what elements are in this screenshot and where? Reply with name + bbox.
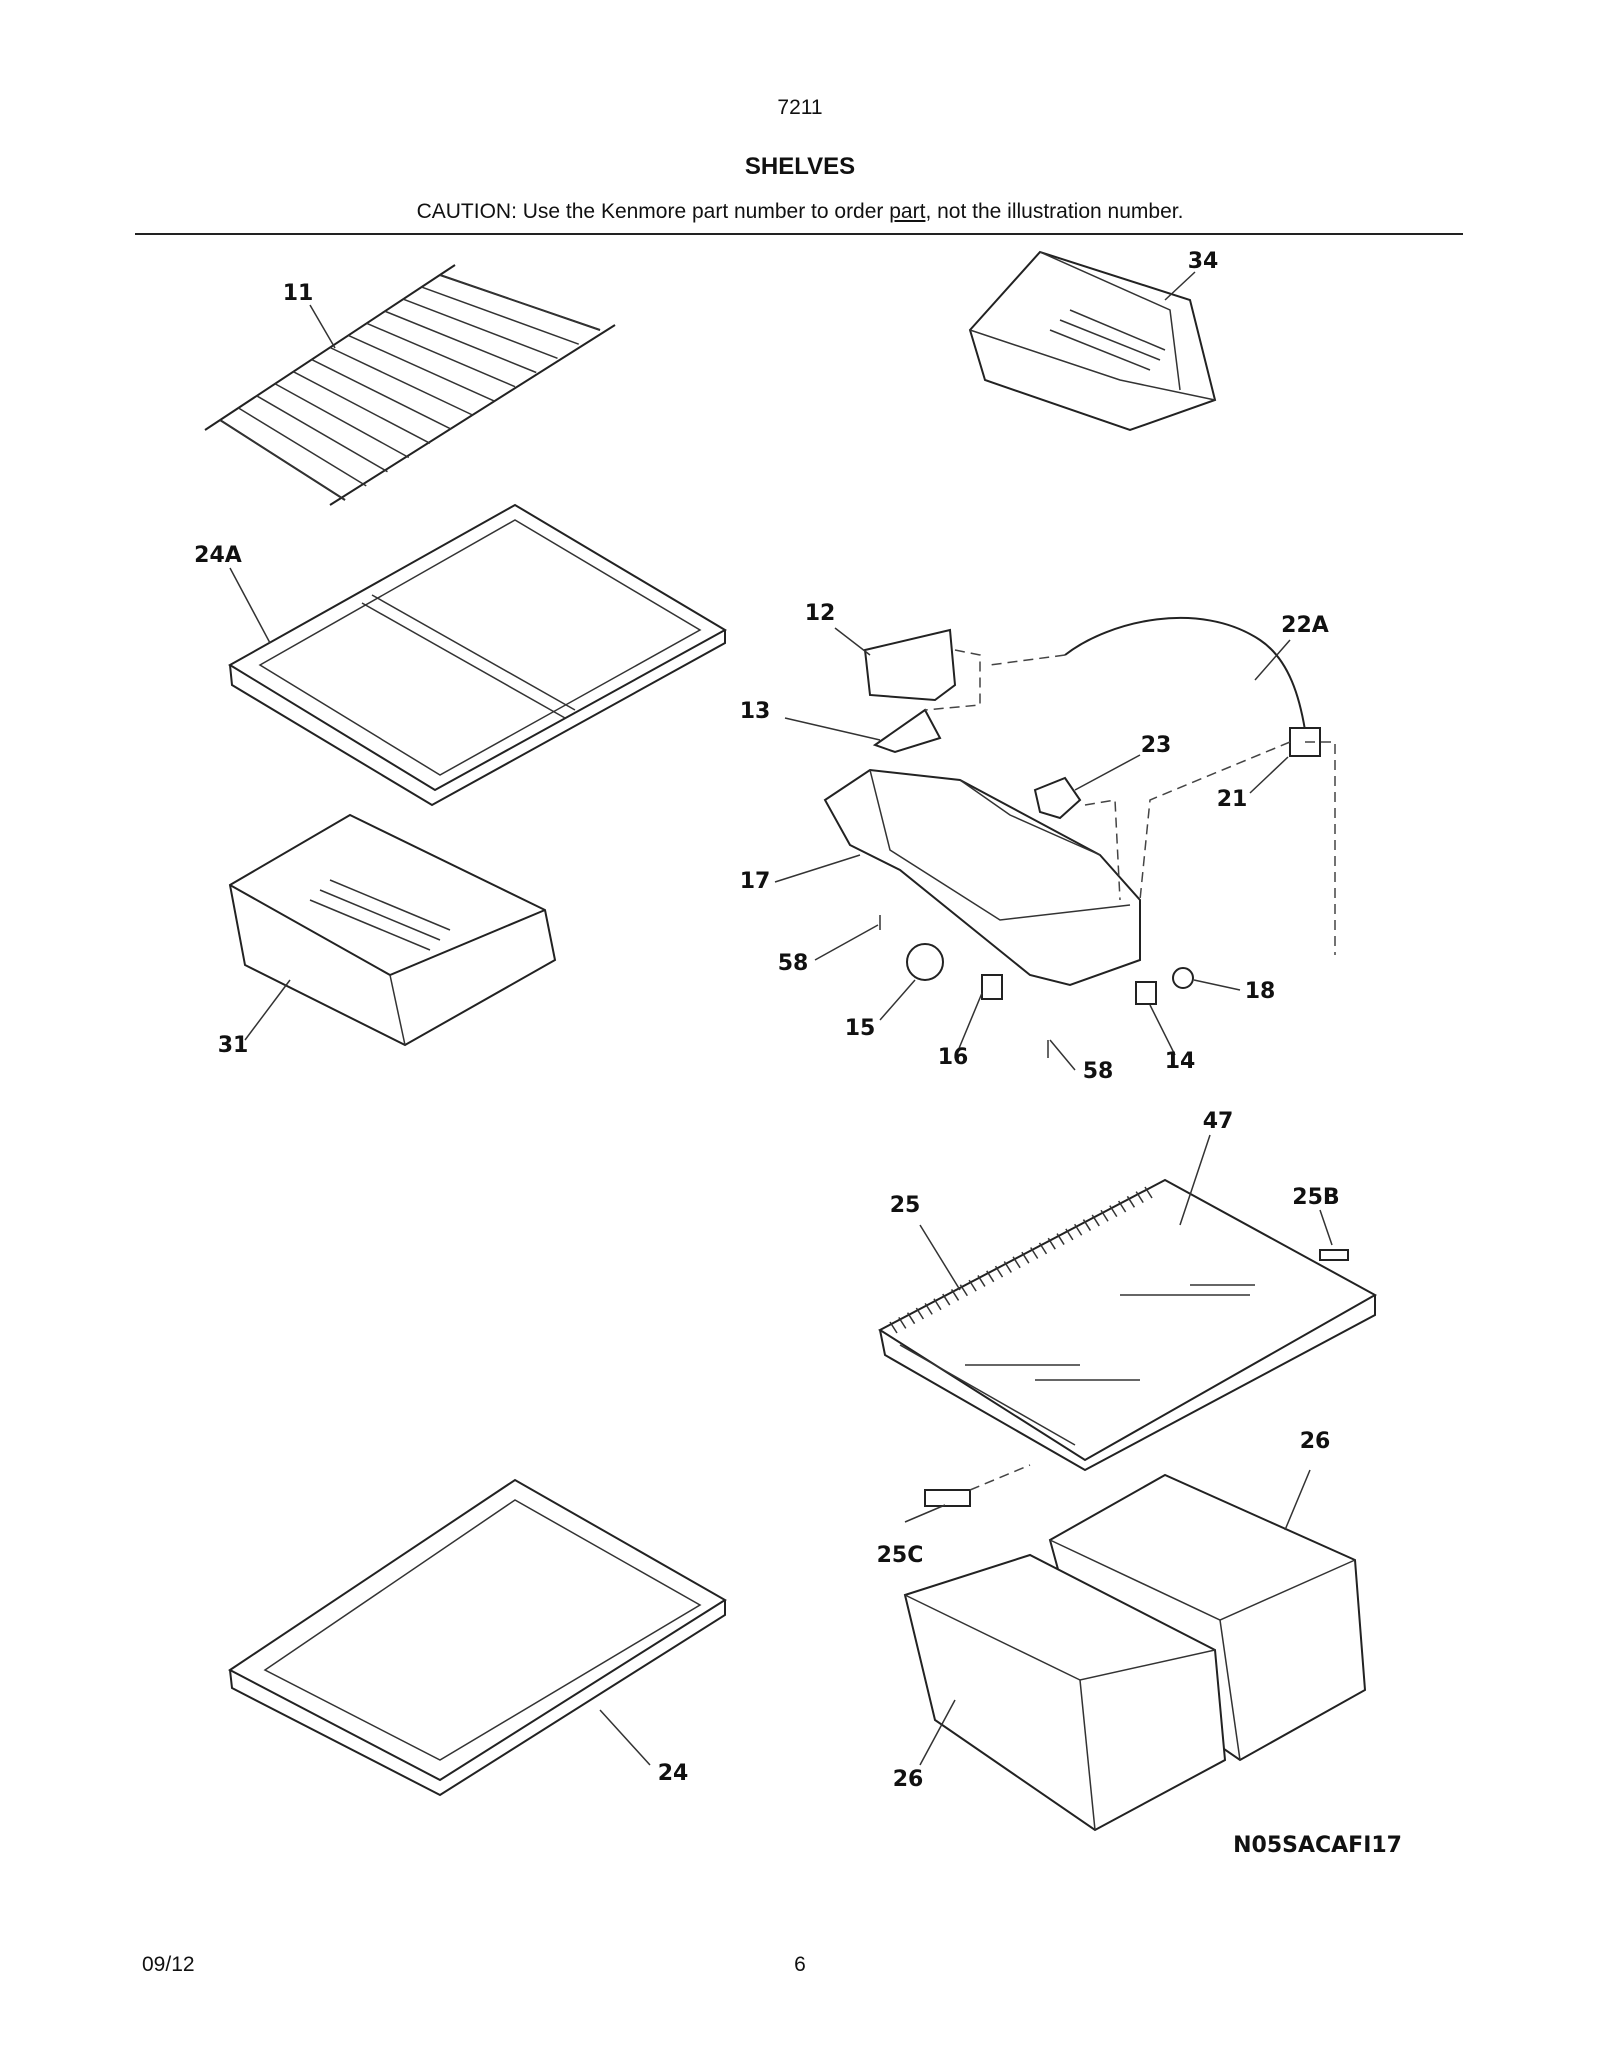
drawing-code: N05SACAFI17 <box>1233 1833 1402 1858</box>
vent-slot <box>1021 1251 1030 1264</box>
callout-18: 18 <box>1245 979 1276 1004</box>
glass-shelf-part-24a <box>228 503 728 807</box>
vent-slot <box>915 1307 925 1320</box>
part-16-socket <box>981 974 1003 1000</box>
callout-26-rear: 26 <box>1300 1429 1331 1454</box>
callout-17: 17 <box>740 869 771 894</box>
callout-24: 24 <box>658 1761 689 1786</box>
callout-13: 13 <box>740 699 771 724</box>
wire-rod <box>292 371 431 444</box>
wire-rod <box>384 310 537 374</box>
vent-slot <box>1047 1237 1056 1250</box>
part-22a-wire <box>1064 616 1306 731</box>
callout-26-front: 26 <box>893 1767 924 1792</box>
crisper-drawer-part-26-front <box>903 1553 1227 1832</box>
wire-rod <box>219 419 346 501</box>
deli-drawer-part-34 <box>968 250 1217 432</box>
callout-47: 47 <box>1203 1109 1234 1134</box>
vent-slot <box>942 1293 951 1306</box>
vent-slot <box>1117 1200 1127 1213</box>
part-18-knob <box>1172 967 1194 989</box>
vent-slot <box>1135 1191 1144 1204</box>
vent-slot <box>1056 1233 1065 1245</box>
vent-slot <box>994 1265 1004 1278</box>
wire-rod <box>274 383 410 459</box>
callout-12: 12 <box>805 601 836 626</box>
leader-lines <box>229 271 1333 1766</box>
part-25c-bracket <box>924 1489 971 1507</box>
wire-rod <box>366 322 516 388</box>
callout-15: 15 <box>845 1016 876 1041</box>
callout-labels: 11 34 24A 12 22A 13 23 21 17 58 15 16 58… <box>194 249 1340 1792</box>
callout-34: 34 <box>1188 249 1219 274</box>
vent-slot <box>1012 1256 1021 1269</box>
callout-25: 25 <box>890 1193 921 1218</box>
vent-slot <box>950 1289 960 1301</box>
vent-slot <box>968 1279 977 1292</box>
callout-23: 23 <box>1141 733 1172 758</box>
vent-slot <box>933 1298 942 1311</box>
callout-16: 16 <box>938 1045 969 1070</box>
part-25b-bracket <box>1319 1249 1349 1261</box>
wire-rod <box>329 346 473 416</box>
caution-text-start: CAUTION: Use the Kenmore part number to … <box>416 200 890 223</box>
part-15-bulb <box>906 943 944 981</box>
glass-shelf-part-24 <box>228 1478 727 1797</box>
wire-rod <box>348 334 495 402</box>
vent-slot <box>1126 1195 1136 1208</box>
callout-31: 31 <box>218 1033 249 1058</box>
callout-22a: 22A <box>1281 613 1329 638</box>
header-rule <box>135 233 1463 235</box>
vent-slot <box>1003 1261 1012 1273</box>
vent-slot <box>906 1312 916 1325</box>
light-housing-assembly <box>823 616 1336 1058</box>
vent-slot <box>889 1321 898 1334</box>
wire-shelf-part-11 <box>204 264 616 506</box>
vent-slot <box>1144 1186 1153 1199</box>
crisper-cover-shelf-part-47 <box>878 1178 1378 1507</box>
callout-25c: 25C <box>877 1543 924 1568</box>
part-17-housing <box>823 768 1141 987</box>
vent-slot <box>1109 1205 1118 1218</box>
wire-rod <box>439 274 601 331</box>
caution-note: CAUTION: Use the Kenmore part number to … <box>0 200 1600 224</box>
part-13-lens <box>872 708 942 754</box>
wire-rod <box>256 395 388 473</box>
footer-date: 09/12 <box>142 1953 195 1976</box>
vent-slot <box>959 1284 968 1297</box>
caution-text-end: , not the illustration number. <box>925 200 1184 223</box>
vent-slot <box>986 1270 995 1283</box>
vent-slot <box>1082 1219 1092 1231</box>
callout-25b: 25B <box>1292 1185 1339 1210</box>
callout-58-upper: 58 <box>778 951 809 976</box>
wire-rod <box>311 358 452 430</box>
vent-slot <box>1100 1209 1109 1222</box>
wire-rod <box>403 298 558 360</box>
part-14-switch <box>1135 981 1157 1005</box>
part-23-switch <box>1033 776 1082 820</box>
page-number: 6 <box>794 1953 806 1976</box>
callout-58-lower: 58 <box>1083 1059 1114 1084</box>
crisper-drawer-part-31 <box>228 813 557 1047</box>
section-title: SHELVES <box>744 153 856 180</box>
model-number: 7211 <box>777 96 823 119</box>
vent-slot <box>898 1316 907 1329</box>
vent-slot <box>1038 1242 1048 1255</box>
callout-11: 11 <box>283 281 314 306</box>
vent-slot <box>1091 1214 1100 1227</box>
part-12-cover <box>863 628 957 702</box>
callout-14: 14 <box>1165 1049 1196 1074</box>
wire-rod <box>237 407 367 487</box>
callout-24a: 24A <box>194 543 242 568</box>
vent-slot <box>1074 1223 1083 1236</box>
vent-slot <box>1065 1228 1074 1241</box>
vent-slot <box>1030 1247 1039 1259</box>
vent-slot <box>977 1275 986 1287</box>
vent-slot <box>924 1302 933 1315</box>
caution-underlined-word: part <box>889 200 926 223</box>
wire-rod <box>421 286 580 345</box>
callout-21: 21 <box>1217 787 1248 812</box>
